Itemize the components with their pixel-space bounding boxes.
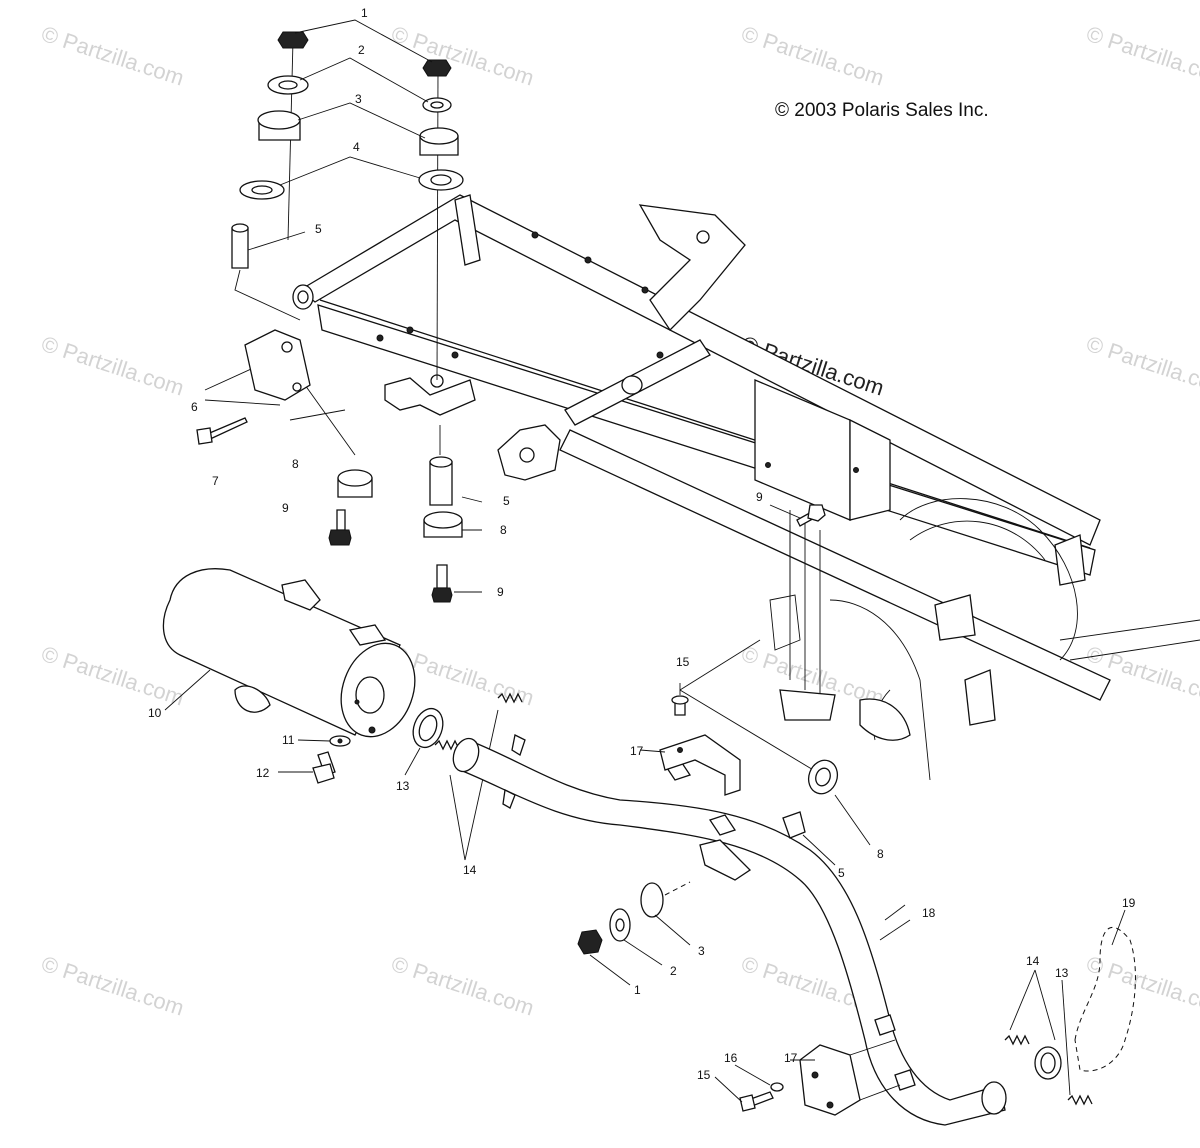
- watermark: © Partzilla.com: [1083, 21, 1200, 91]
- callout-3: 3: [355, 92, 362, 106]
- mount-stack-right: [418, 59, 464, 381]
- watermark: © Partzilla.com: [38, 331, 187, 401]
- callout-11: 11: [282, 733, 295, 747]
- callout-19: 19: [1122, 896, 1136, 910]
- callout-12: 12: [256, 766, 270, 780]
- callout-labels: 1 2 3 4 5 6 7 8 9 5 8 9 9 10 11 12 13 14…: [148, 6, 1136, 1082]
- frame-assembly: [292, 194, 1200, 781]
- callout-2b: 2: [670, 964, 677, 978]
- callout-16: 16: [724, 1051, 738, 1065]
- mount-stack-center: [423, 425, 483, 603]
- grommets-5-8: [782, 759, 871, 866]
- callout-17b: 17: [784, 1051, 798, 1065]
- callout-leaders: [204, 19, 433, 456]
- callout-5: 5: [315, 222, 322, 236]
- callout-5b: 5: [503, 494, 510, 508]
- watermark: © Partzilla.com: [1083, 331, 1200, 401]
- callout-17: 17: [630, 744, 644, 758]
- head-pipe-19: [879, 909, 1136, 1106]
- muffler-10: [162, 568, 416, 738]
- watermarks: © Partzilla.com © Partzilla.com © Partzi…: [38, 21, 1200, 1021]
- bracket-6: [196, 329, 311, 445]
- copyright-notice: © 2003 Polaris Sales Inc.: [775, 100, 989, 121]
- gasket-13: [404, 707, 444, 776]
- watermark: © Partzilla.com: [38, 641, 187, 711]
- callout-18: 18: [922, 906, 936, 920]
- bracket-17-bottom: [714, 1039, 901, 1116]
- watermark: © Partzilla.com: [738, 21, 887, 91]
- callout-2: 2: [358, 43, 365, 57]
- callout-15: 15: [676, 655, 690, 669]
- watermark: © Partzilla.com: [38, 21, 187, 91]
- watermark: © Partzilla.com: [388, 951, 537, 1021]
- callout-10: 10: [148, 706, 162, 720]
- bracket-17-top: [639, 683, 741, 796]
- callout-5c: 5: [838, 866, 845, 880]
- fastener-stack-bottom: [577, 881, 691, 986]
- callout-9b: 9: [497, 585, 504, 599]
- callout-9: 9: [282, 501, 289, 515]
- springs-14: [434, 692, 523, 861]
- exhaust-pipe-18: [452, 734, 1007, 1126]
- callout-8c: 8: [877, 847, 884, 861]
- bushing-8-left: [328, 469, 373, 546]
- callout-14b: 14: [1026, 954, 1040, 968]
- callout-13b: 13: [1055, 966, 1069, 980]
- callout-14: 14: [463, 863, 477, 877]
- callout-3b: 3: [698, 944, 705, 958]
- bolt-9-right: [769, 504, 826, 527]
- callout-8b: 8: [500, 523, 507, 537]
- callout-9c: 9: [756, 490, 763, 504]
- callout-1: 1: [361, 6, 368, 20]
- callout-6: 6: [191, 400, 198, 414]
- watermark: © Partzilla.com: [38, 951, 187, 1021]
- callout-8: 8: [292, 457, 299, 471]
- mount-stack-left: [231, 31, 309, 269]
- callout-1b: 1: [634, 983, 641, 997]
- callout-15b: 15: [697, 1068, 711, 1082]
- callout-13: 13: [396, 779, 410, 793]
- callout-4: 4: [353, 140, 360, 154]
- callout-7: 7: [212, 474, 219, 488]
- washer-11-bolt-12: [278, 735, 351, 784]
- watermark: © Partzilla.com: [388, 21, 537, 91]
- watermark: © Partzilla.com: [1083, 951, 1200, 1021]
